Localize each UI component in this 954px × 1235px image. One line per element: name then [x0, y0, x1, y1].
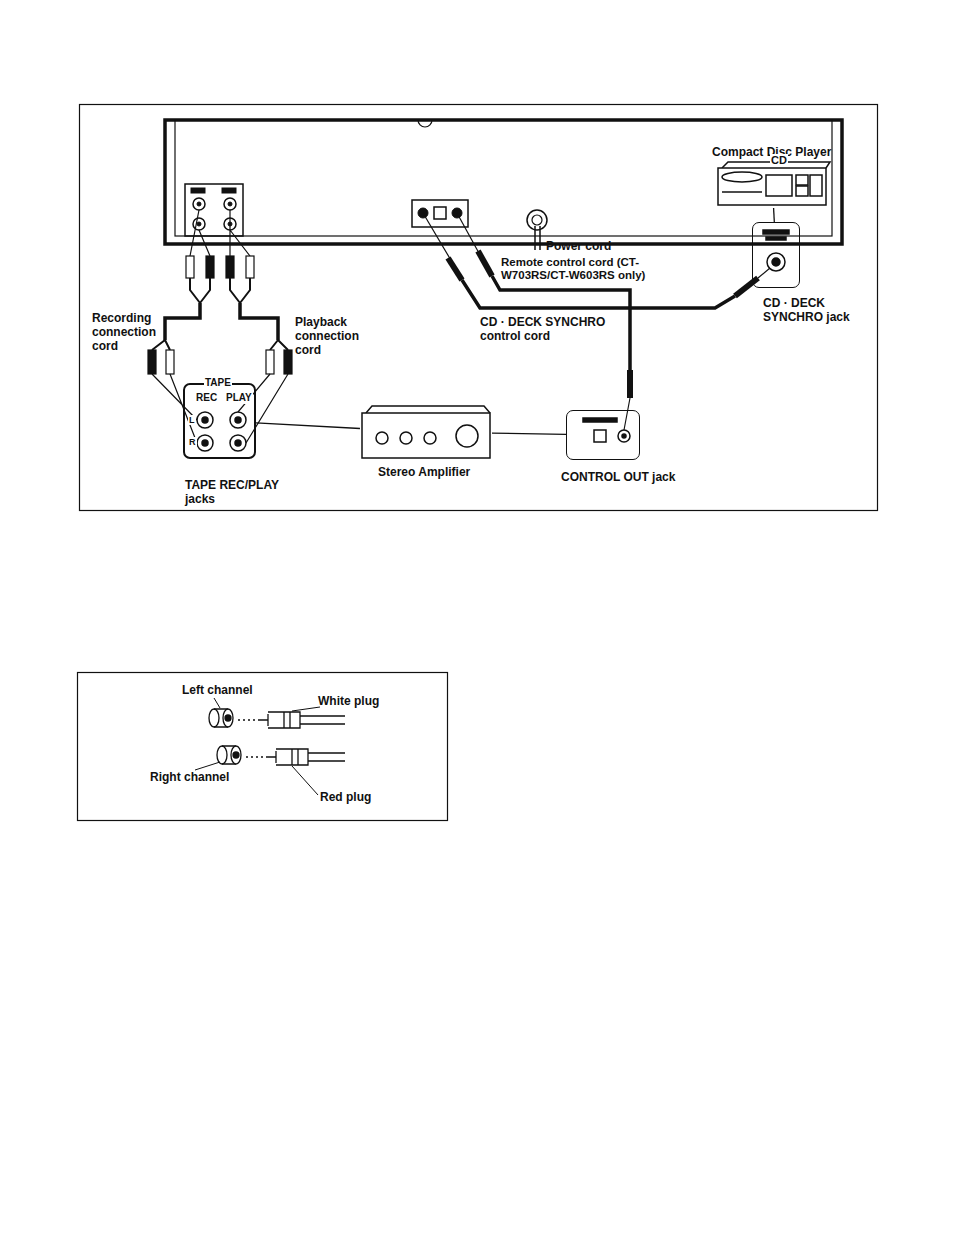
callout-label: White plug: [318, 695, 379, 709]
jack-label: R: [188, 437, 197, 447]
synchro-jack: [763, 230, 789, 271]
connection-cords: [165, 303, 278, 340]
node-label: Stereo Amplifier: [378, 466, 470, 480]
callout-label: Left channel: [182, 684, 253, 698]
node-label: TAPE: [204, 377, 232, 389]
jack-label: PLAY: [225, 392, 253, 404]
amplifier-body: [362, 406, 490, 458]
control-out-jacks: [583, 418, 630, 442]
node-label: CONTROL OUT jack: [561, 471, 675, 485]
cd-player: Compact Disc PlayerCD: [714, 146, 830, 208]
cd-player-body: [718, 162, 830, 205]
callout-label: Power cord: [546, 240, 611, 254]
jack-label: L: [188, 415, 196, 425]
callout-pointer: [256, 423, 360, 429]
control-out-callout: CONTROL OUT jack: [566, 410, 640, 460]
figure-frame: [78, 673, 448, 821]
callout-label: Recording connection cord: [92, 312, 158, 353]
rca-plugs: [148, 340, 292, 443]
callout-label: Remote control cord (CT-W703RS/CT-W603RS…: [501, 256, 691, 282]
control-cords: [423, 213, 770, 430]
jack-label: TAPE REC/PLAY jacks: [185, 479, 295, 507]
jack-label: REC: [195, 392, 218, 404]
cassette-deck-rear: [165, 120, 842, 250]
tape-jacks: [197, 412, 246, 451]
callout-pointer: [773, 208, 775, 222]
stereo-amplifier: Stereo Amplifier: [360, 404, 492, 460]
node-label: CD · DECK SYNCHRO jack: [763, 297, 888, 325]
callout-label: Right channel: [150, 771, 229, 785]
callout-label: Red plug: [320, 791, 371, 805]
figure-frame: [80, 105, 878, 511]
jack-label: CD: [770, 154, 788, 167]
rca-plugs: [186, 210, 254, 303]
callout-pointer: [492, 433, 566, 434]
callout-label: Playback connection cord: [295, 316, 375, 357]
callout-label: CD · DECK SYNCHRO control cord: [480, 316, 610, 344]
tape-jack-panel: TAPERECPLAYLRTAPE REC/PLAY jacks: [183, 383, 256, 459]
synchro-jack-callout: CD · DECK SYNCHRO jack: [752, 222, 800, 288]
